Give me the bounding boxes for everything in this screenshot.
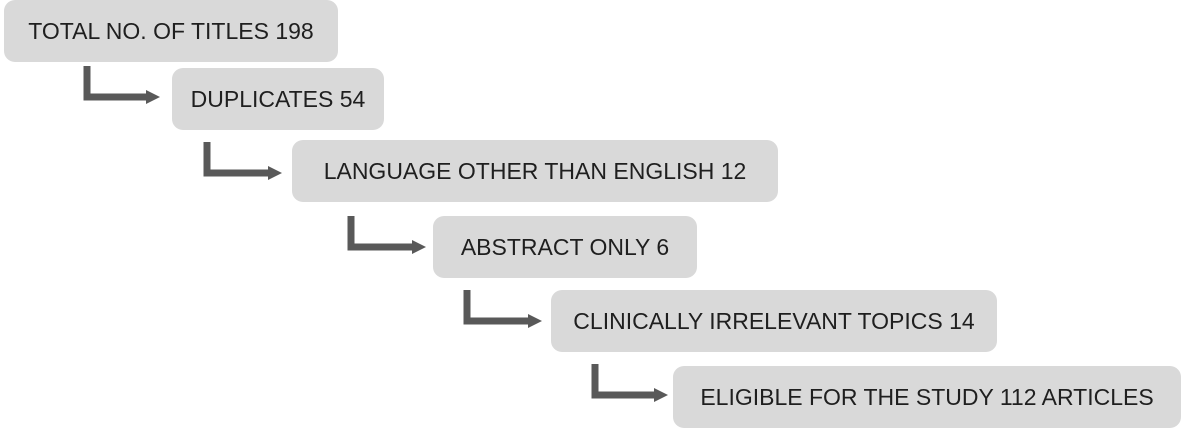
step-abstract-only: ABSTRACT ONLY 6 <box>433 216 697 278</box>
elbow-arrow-icon <box>83 66 160 104</box>
step-label: ELIGIBLE FOR THE STUDY 112 ARTICLES <box>700 384 1154 410</box>
elbow-arrow-icon <box>463 290 542 328</box>
step-label: DUPLICATES 54 <box>190 86 366 112</box>
step-label: TOTAL NO. OF TITLES 198 <box>28 18 314 44</box>
step-duplicates: DUPLICATES 54 <box>172 68 384 130</box>
elbow-arrow-icon <box>203 142 282 180</box>
step-clinically-irrelevant: CLINICALLY IRRELEVANT TOPICS 14 <box>551 290 997 352</box>
step-label: ABSTRACT ONLY 6 <box>460 234 670 260</box>
step-label: CLINICALLY IRRELEVANT TOPICS 14 <box>573 308 975 334</box>
elbow-arrow-icon <box>591 364 668 402</box>
elbow-arrow-icon <box>347 216 426 254</box>
step-total-titles: TOTAL NO. OF TITLES 198 <box>4 0 338 62</box>
step-eligible-articles: ELIGIBLE FOR THE STUDY 112 ARTICLES <box>673 366 1181 428</box>
step-label: LANGUAGE OTHER THAN ENGLISH 12 <box>323 158 747 184</box>
step-language-other: LANGUAGE OTHER THAN ENGLISH 12 <box>292 140 778 202</box>
